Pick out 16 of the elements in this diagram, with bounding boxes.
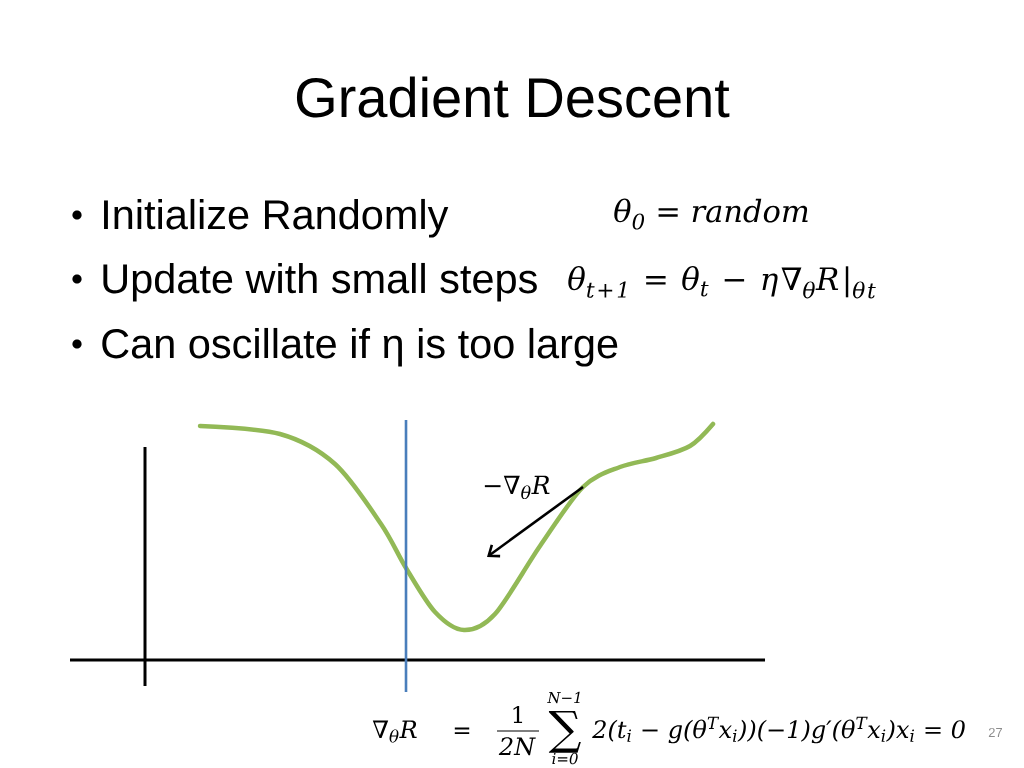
denominator: 2N [498, 737, 536, 756]
slide-title: Gradient Descent [296, 76, 730, 118]
sum-sign: ∑ [548, 710, 581, 753]
page-number: 27 [988, 727, 1002, 737]
sum-limit: N−1 [547, 691, 580, 704]
numerator: 1 [513, 705, 523, 723]
formula: ∇$_{θ}$R [372, 720, 417, 743]
formula: 2(t$_{i}$ − g(θ$^{T}$x$_{i}$))(−1)g′(θ$^{T}$x$_{i}$)x$_{i}$ = 0 [592, 716, 965, 744]
equals-sign: = [454, 727, 470, 734]
list-item: Can oscillate if η is too large [102, 327, 618, 367]
formula: θ$_{t+1}$ = θ$_{t}$ − η∇$_{θ}$R|$_{θt}$ [568, 266, 876, 299]
list-item: Update with small steps [103, 262, 537, 302]
list-item: Initialize Randomly [104, 198, 449, 238]
formula: θ$_{0}$ = random [614, 198, 808, 230]
sum-limit: i=0 [552, 752, 578, 765]
arrow-label: −∇$_{θ}$R [484, 475, 550, 500]
